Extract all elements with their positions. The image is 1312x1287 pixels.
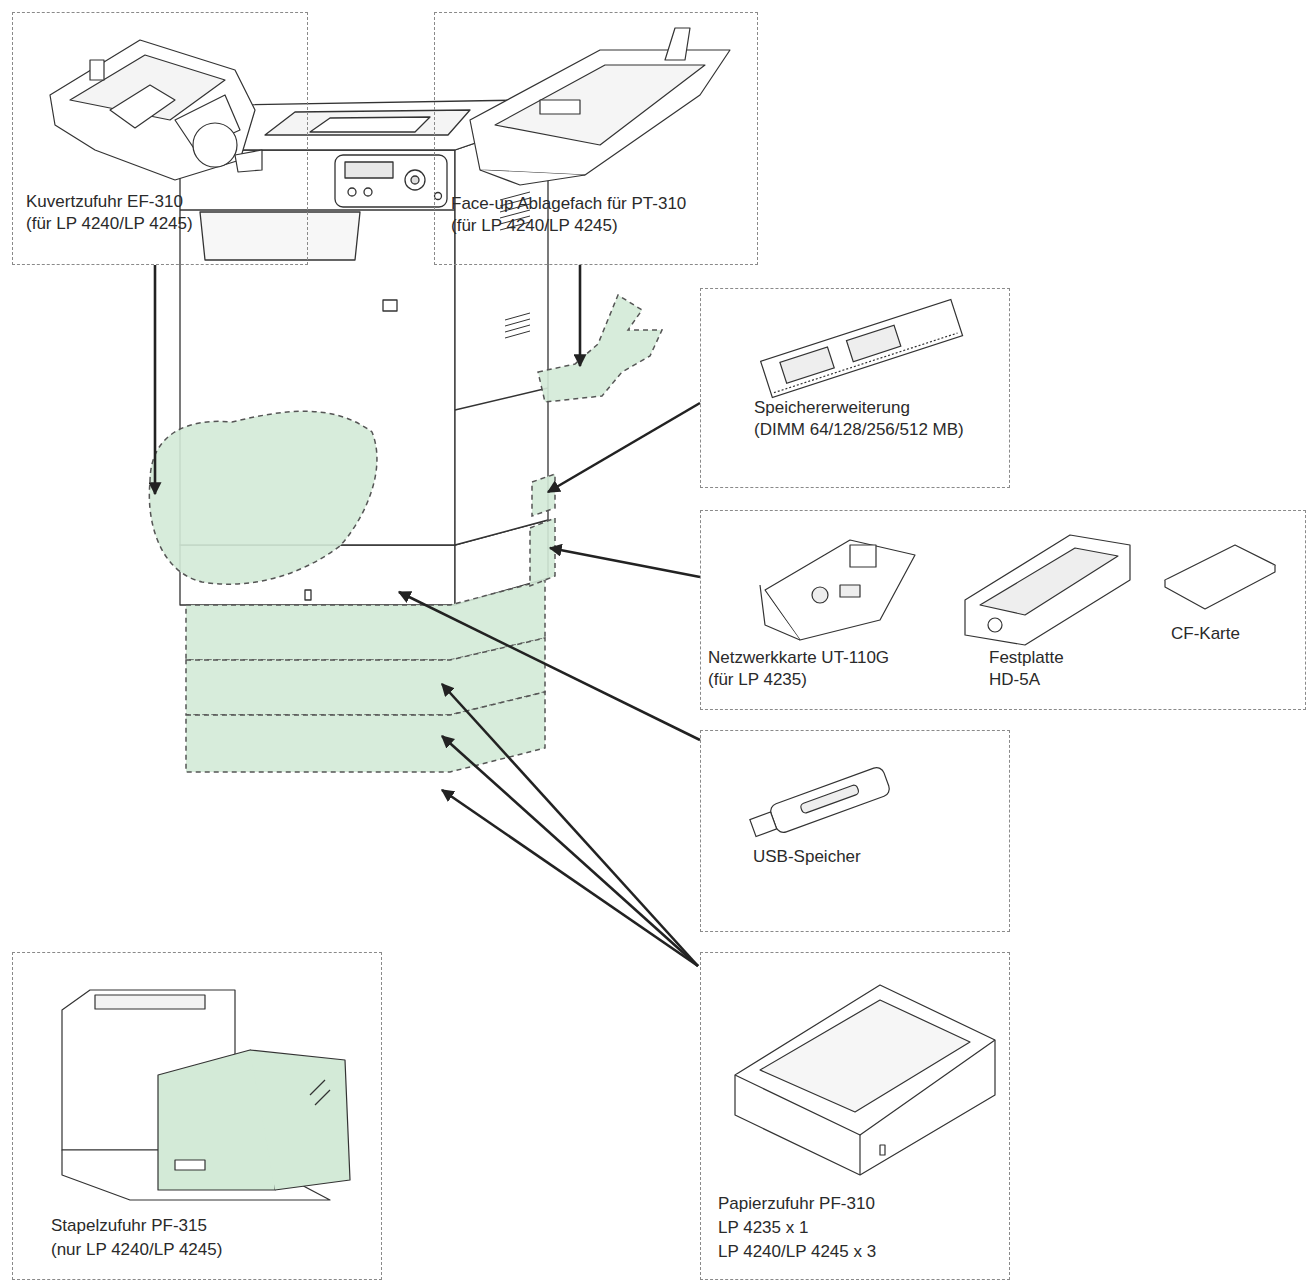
option-box: Face-up Ablagefach für PT-310(für LP 424… bbox=[434, 12, 758, 265]
part-label: LP 4240/LP 4245 x 3 bbox=[718, 1241, 876, 1263]
part-label: USB-Speicher bbox=[753, 846, 861, 868]
part-label: Speichererweiterung bbox=[754, 397, 910, 419]
part-label: Papierzufuhr PF-310 bbox=[718, 1193, 875, 1215]
option-box: Stapelzufuhr PF-315(nur LP 4240/LP 4245) bbox=[12, 952, 382, 1280]
part-label: Stapelzufuhr PF-315 bbox=[51, 1215, 207, 1237]
part-label: (für LP 4240/LP 4245) bbox=[26, 213, 193, 235]
part-label: (für LP 4240/LP 4245) bbox=[451, 215, 618, 237]
option-box: Netzwerkkarte UT-110G(für LP 4235) Festpl… bbox=[700, 510, 1306, 710]
part-label: Kuvertzufuhr EF-310 bbox=[26, 191, 183, 213]
option-box: Papierzufuhr PF-310LP 4235 x 1LP 4240/LP… bbox=[700, 952, 1010, 1280]
part-label: Face-up Ablagefach für PT-310 bbox=[451, 193, 686, 215]
part-label: (für LP 4235) bbox=[708, 669, 807, 691]
option-box: Kuvertzufuhr EF-310(für LP 4240/LP 4245) bbox=[12, 12, 308, 265]
option-box: Speichererweiterung(DIMM 64/128/256/512 … bbox=[700, 288, 1010, 488]
part-label: Netzwerkkarte UT-110G bbox=[708, 647, 889, 669]
part-label: (DIMM 64/128/256/512 MB) bbox=[754, 419, 964, 441]
part-label: CF-Karte bbox=[1171, 623, 1240, 645]
part-label: Festplatte HD-5A bbox=[989, 647, 1081, 691]
part-label: (nur LP 4240/LP 4245) bbox=[51, 1239, 222, 1261]
option-box: USB-Speicher bbox=[700, 730, 1010, 932]
part-label: LP 4235 x 1 bbox=[718, 1217, 808, 1239]
